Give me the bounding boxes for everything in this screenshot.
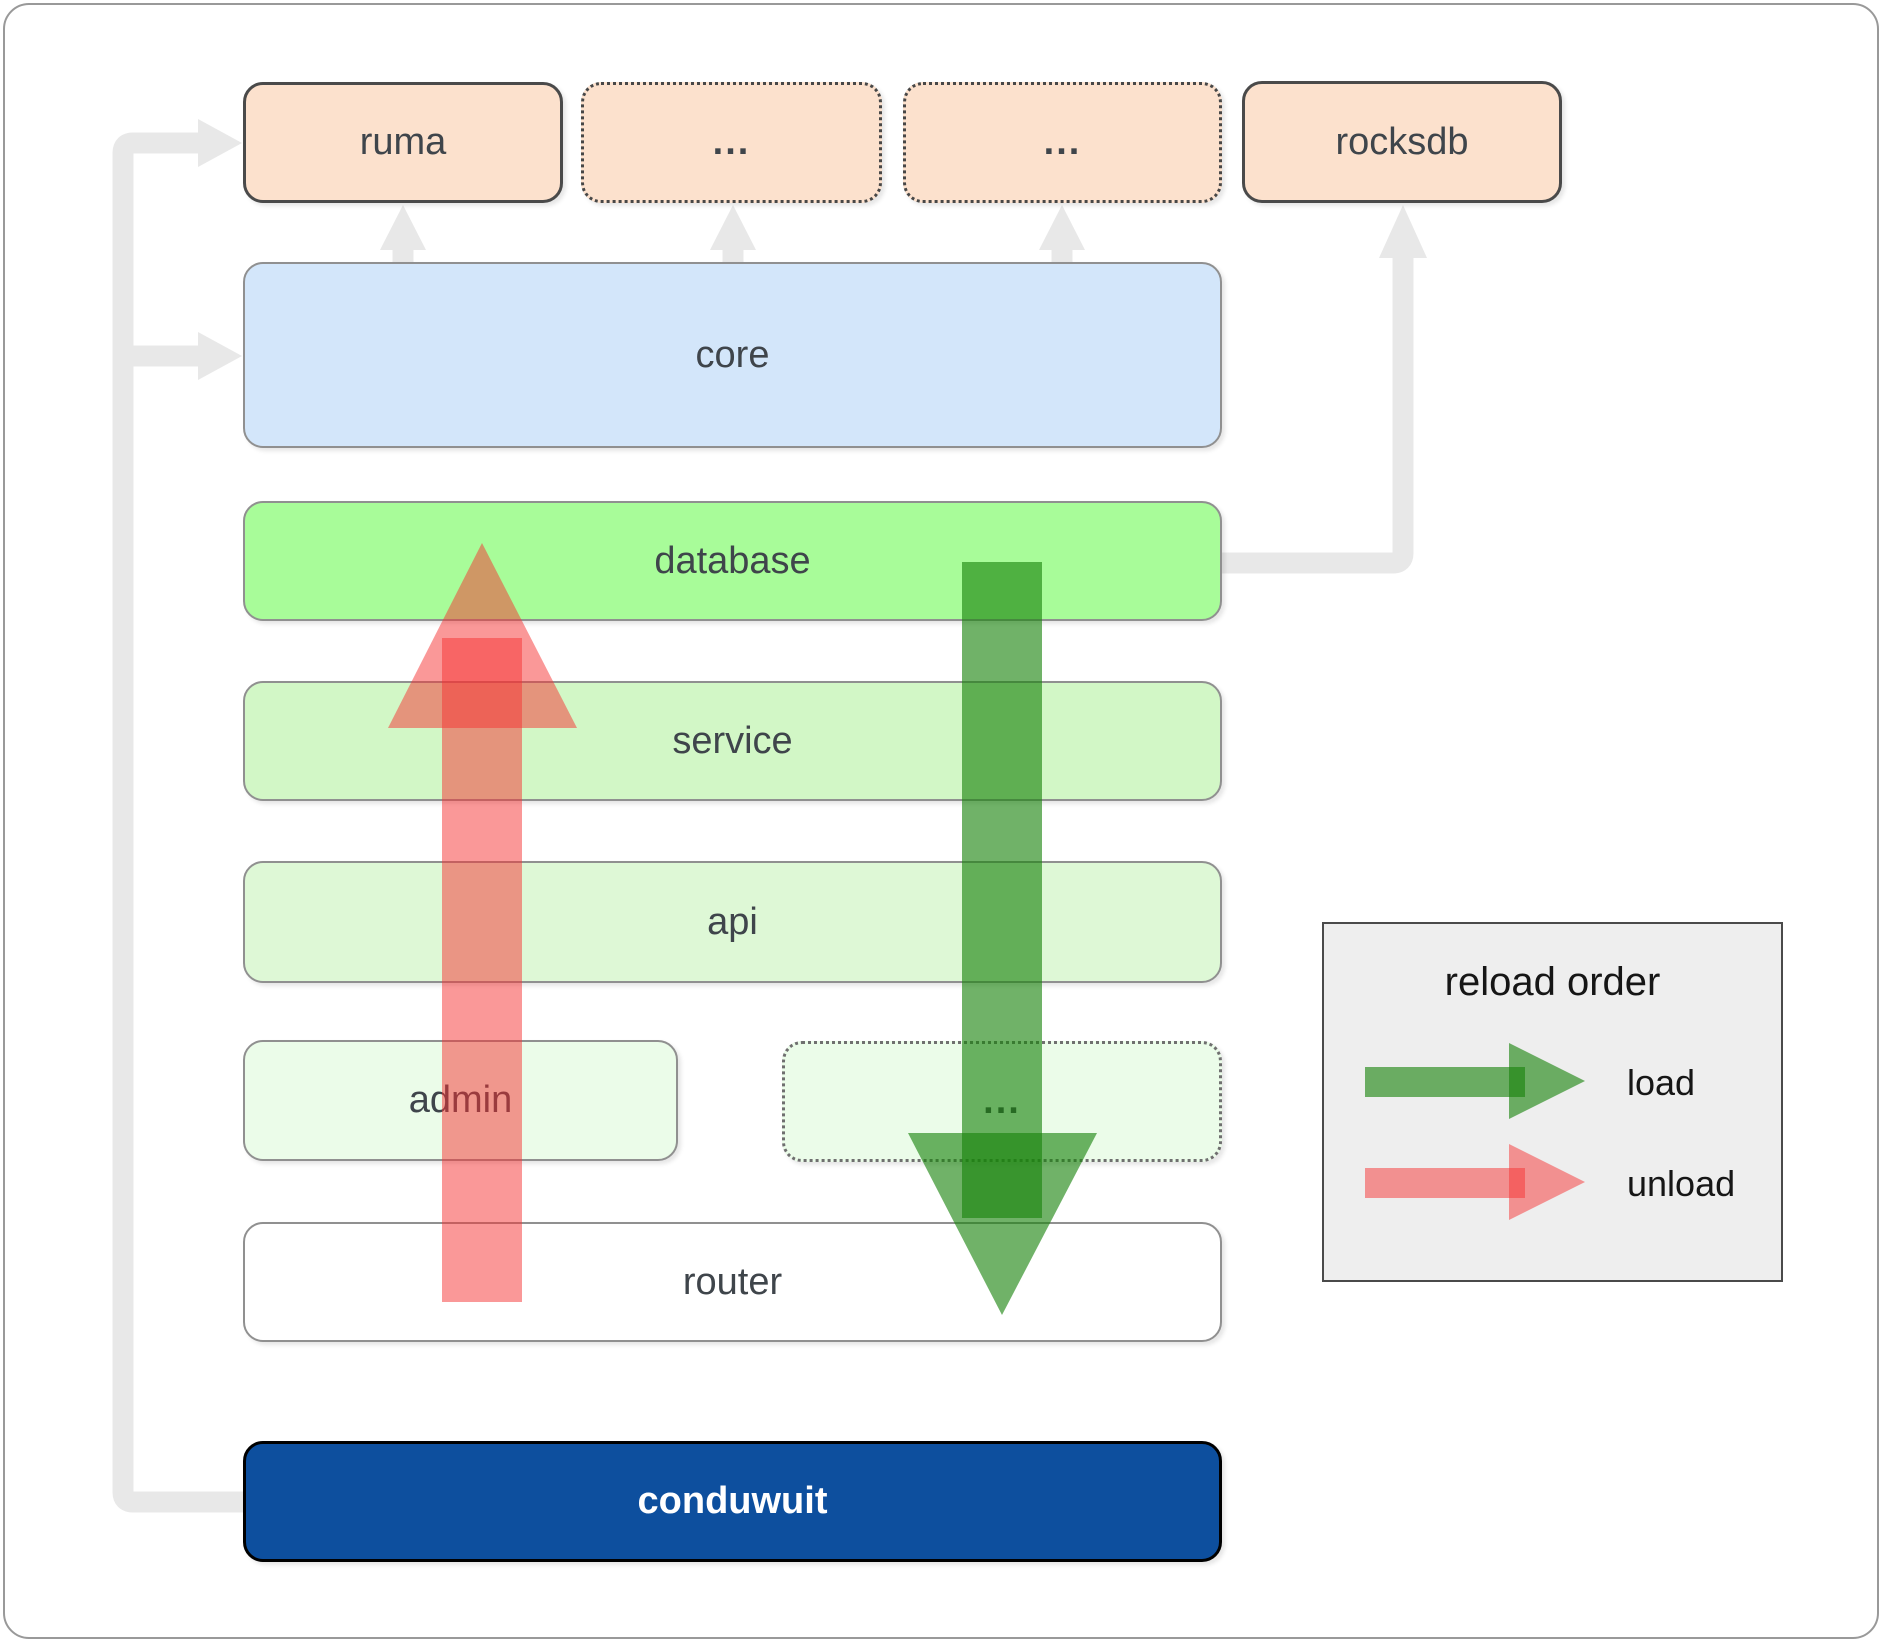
legend-unload-arrow-head	[1509, 1144, 1585, 1220]
legend-arrows	[1365, 1043, 1585, 1220]
box-router-label: router	[682, 1260, 783, 1303]
arrowhead-core-to-ellipsis1	[710, 205, 756, 250]
legend-load-arrow-shaft	[1365, 1067, 1525, 1097]
box-service-label: service	[672, 719, 793, 762]
outer-frame	[3, 3, 1879, 1639]
box-ruma-label: ruma	[359, 121, 447, 163]
box-router: router	[243, 1222, 1222, 1342]
arrowhead-core-to-ellipsis2	[1039, 205, 1085, 250]
legend: reload order load unload	[1322, 922, 1783, 1282]
box-ellipsis-3: ...	[782, 1041, 1222, 1162]
conduwuit-to-ruma-connector	[112, 132, 248, 1513]
box-ellipsis-1: ...	[581, 82, 882, 203]
legend-load-arrow	[1365, 1043, 1585, 1119]
box-admin-label: admin	[408, 1079, 513, 1121]
box-ellipsis-2-label: ...	[1043, 121, 1082, 163]
legend-unload-arrow-shaft	[1365, 1168, 1525, 1198]
box-database-label: database	[654, 539, 811, 582]
legend-load-arrow-head	[1509, 1043, 1585, 1119]
box-database: database	[243, 501, 1222, 621]
box-api-label: api	[707, 900, 758, 943]
box-rocksdb-label: rocksdb	[1335, 120, 1469, 163]
box-admin: admin	[243, 1040, 678, 1161]
legend-title: reload order	[1444, 960, 1661, 1004]
box-conduwuit: conduwuit	[243, 1441, 1222, 1562]
box-ruma: ruma	[243, 82, 563, 203]
box-rocksdb: rocksdb	[1242, 81, 1562, 203]
box-service: service	[243, 681, 1222, 801]
legend-unload-arrow	[1365, 1144, 1585, 1220]
box-ellipsis-1-label: ...	[712, 121, 751, 163]
box-api: api	[243, 861, 1222, 983]
box-conduwuit-label: conduwuit	[637, 1480, 828, 1522]
arrowhead-into-ruma	[198, 119, 242, 167]
box-core: core	[243, 262, 1222, 448]
legend-unload-label: unload	[1627, 1163, 1736, 1204]
arrowhead-into-rocksdb	[1379, 205, 1427, 258]
database-to-rocksdb-connector	[1222, 258, 1414, 574]
arrowhead-into-core	[198, 332, 242, 380]
legend-load-label: load	[1627, 1062, 1696, 1103]
box-core-label: core	[695, 333, 770, 376]
box-ellipsis-2: ...	[903, 82, 1222, 203]
arrowhead-core-to-ruma	[380, 205, 426, 250]
box-ellipsis-3-label: ...	[983, 1080, 1021, 1122]
